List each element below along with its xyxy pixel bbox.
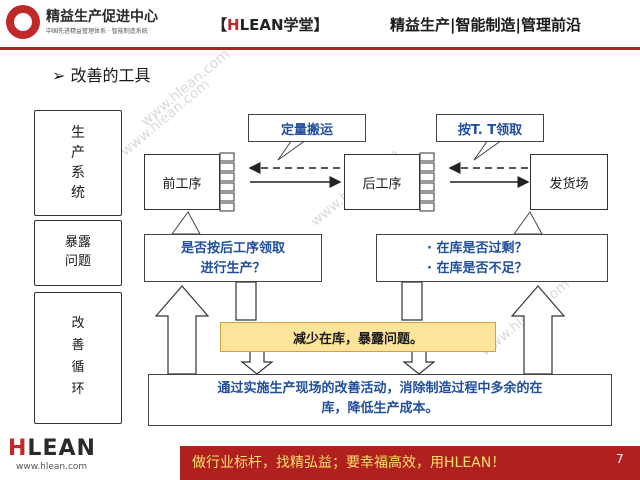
queue-stack-right — [419, 152, 435, 212]
label-char: 环 — [71, 382, 85, 397]
box-front-process: 前工序 — [144, 154, 220, 210]
page-number: 7 — [616, 452, 624, 466]
brand-bracket-left: 【 — [212, 16, 228, 34]
logo-subtitle: 中国先进精益管理体系 · 智能制造系统 — [46, 28, 148, 35]
callout-tt-withdraw: 按T. T领取 — [436, 114, 544, 142]
brand-bracket-right: 】 — [313, 16, 329, 34]
brand-rest: LEAN学堂 — [239, 16, 314, 34]
up-arrow-left — [154, 285, 210, 375]
footer-slogan: 做行业标杆，找精弘益；要幸福高效，用HLEAN！ — [192, 455, 506, 471]
label-char: 生 — [71, 125, 85, 141]
problem-box-left: 是否按后工序领取 进行生产？ — [144, 234, 322, 282]
label-expose-problem: 暴露 问题 — [34, 220, 122, 286]
label-char: 善 — [71, 338, 85, 353]
label-line: 问题 — [64, 254, 91, 269]
header-divider — [0, 47, 640, 50]
summary-line1: 通过实施生产现场的改善活动，消除制造过程中多余的在 — [217, 381, 543, 396]
box-back-process: 后工序 — [344, 154, 420, 210]
problem-down-arrow-left — [235, 281, 257, 321]
footer-logo: HLEAN — [8, 436, 96, 461]
problem-down-arrow-right — [401, 281, 423, 321]
reduce-inventory-banner: 减少在库，暴露问题。 — [220, 322, 496, 352]
box-shipping-area: 发货场 — [530, 154, 608, 210]
problem-left-line2: 进行生产？ — [200, 261, 266, 276]
logo-title: 精益生产促进中心 — [46, 9, 158, 25]
brand-h: H — [227, 16, 240, 34]
up-arrow-right — [510, 285, 566, 375]
brand-tag: 【HLEAN学堂】 — [212, 14, 329, 35]
problem-right-line2: · 在库是否不足？ — [427, 261, 528, 276]
queue-stack-left — [219, 152, 235, 212]
problem-left-line1: 是否按后工序领取 — [180, 241, 285, 256]
improvement-summary-box: 通过实施生产现场的改善活动，消除制造过程中多余的在 库，降低生产成本。 — [148, 374, 612, 426]
footer-logo-h: H — [8, 436, 28, 461]
label-improvement-cycle: 改 善 循 环 — [34, 292, 122, 424]
label-char: 改 — [71, 316, 85, 331]
section-title: ➢ 改善的工具 — [52, 66, 151, 85]
callout-fixed-quantity: 定量搬运 — [248, 114, 366, 142]
problem-right-line1: · 在库是否过剩？ — [427, 241, 528, 256]
label-production-system: 生 产 系 统 — [34, 110, 122, 216]
down-arrow-right — [402, 349, 436, 375]
logo-mark-inner — [14, 13, 32, 31]
summary-line2: 库，降低生产成本。 — [321, 401, 439, 416]
label-char: 循 — [71, 360, 85, 375]
down-arrow-left — [240, 349, 274, 375]
footer-band — [180, 446, 640, 480]
label-line: 暴露 — [64, 235, 91, 250]
label-char: 系 — [71, 165, 85, 181]
header-right-title: 精益生产|智能制造|管理前沿 — [390, 16, 581, 34]
label-char: 统 — [71, 185, 85, 201]
problem-box-right: · 在库是否过剩？ · 在库是否不足？ — [376, 234, 608, 282]
footer-logo-rest: LEAN — [27, 436, 96, 461]
footer-url: www.hlean.com — [16, 462, 88, 472]
label-char: 产 — [71, 145, 85, 161]
